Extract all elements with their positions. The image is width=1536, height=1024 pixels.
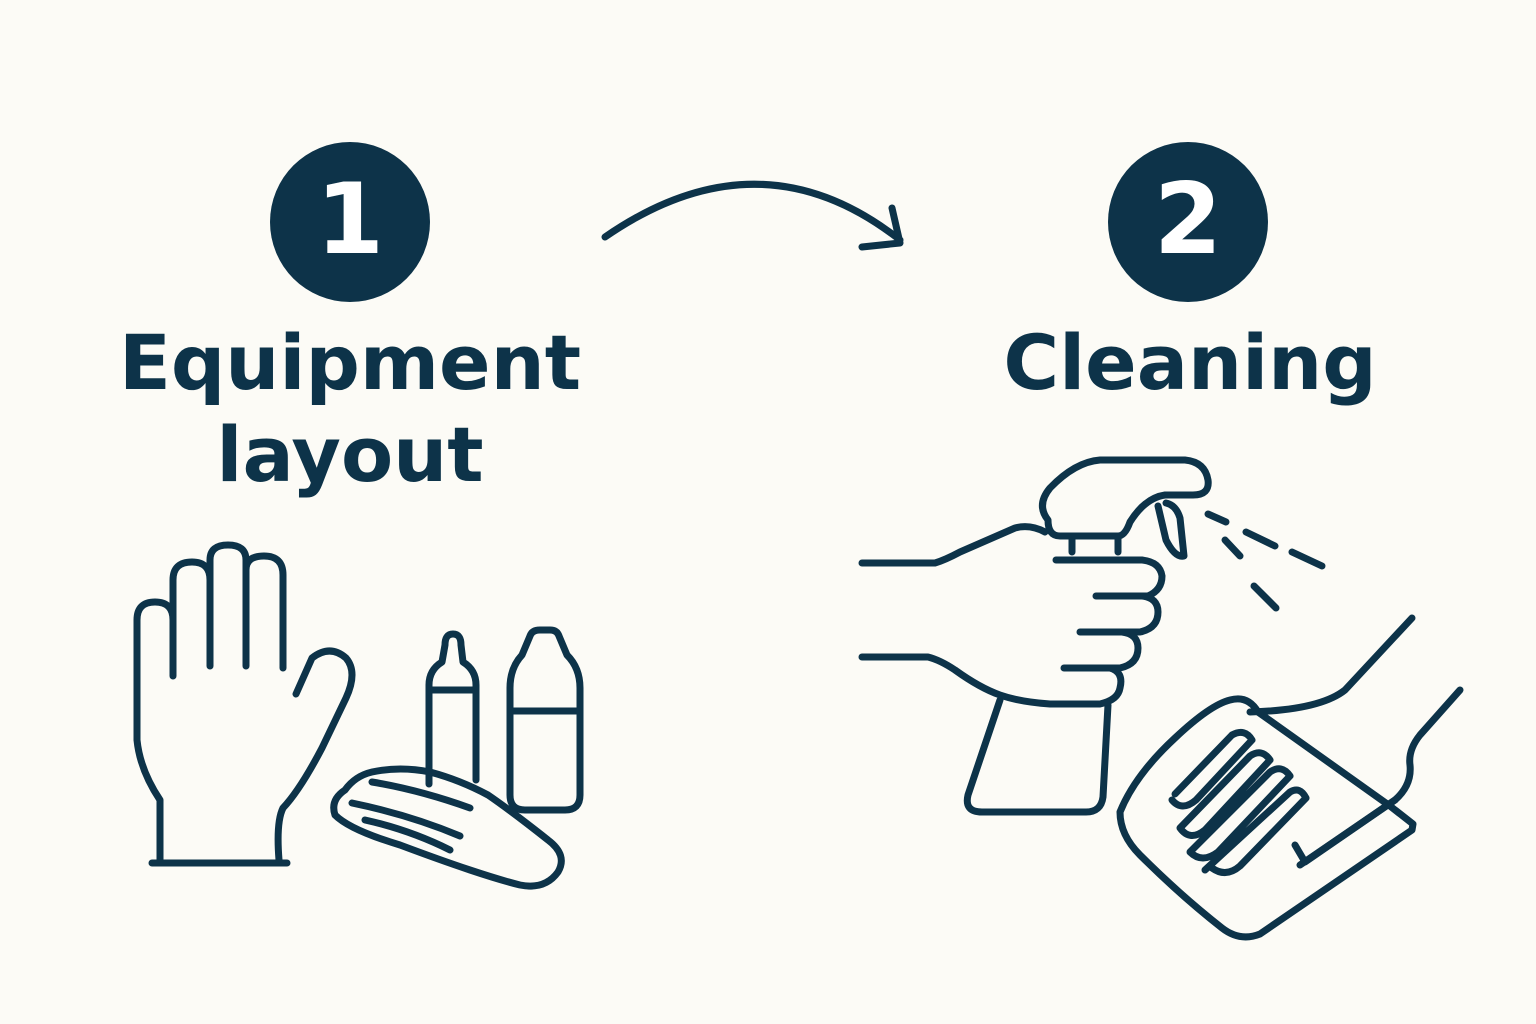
step-2-number: 2	[1153, 163, 1223, 277]
step-1-title-line-1: Equipment	[118, 318, 582, 407]
spray-bottle-icon	[506, 626, 584, 814]
spray-mist-icon	[1204, 510, 1326, 612]
step-1-title: Equipment layout	[110, 317, 590, 501]
step-2-title-line-1: Cleaning	[1003, 318, 1377, 407]
glove-icon	[133, 541, 356, 867]
step-1-title-line-2: layout	[216, 410, 484, 499]
step-1-number: 1	[315, 163, 385, 277]
bare-hand-icon	[330, 765, 565, 890]
step-2-title: Cleaning	[960, 317, 1420, 409]
hand-wiping-cloth-icon	[1116, 614, 1464, 941]
hand-holding-spray-bottle-icon	[858, 456, 1212, 816]
tube-icon	[425, 630, 480, 788]
curved-arrow-icon	[601, 180, 904, 251]
step-2-badge: 2	[1108, 142, 1268, 302]
step-1-badge: 1	[270, 142, 430, 302]
